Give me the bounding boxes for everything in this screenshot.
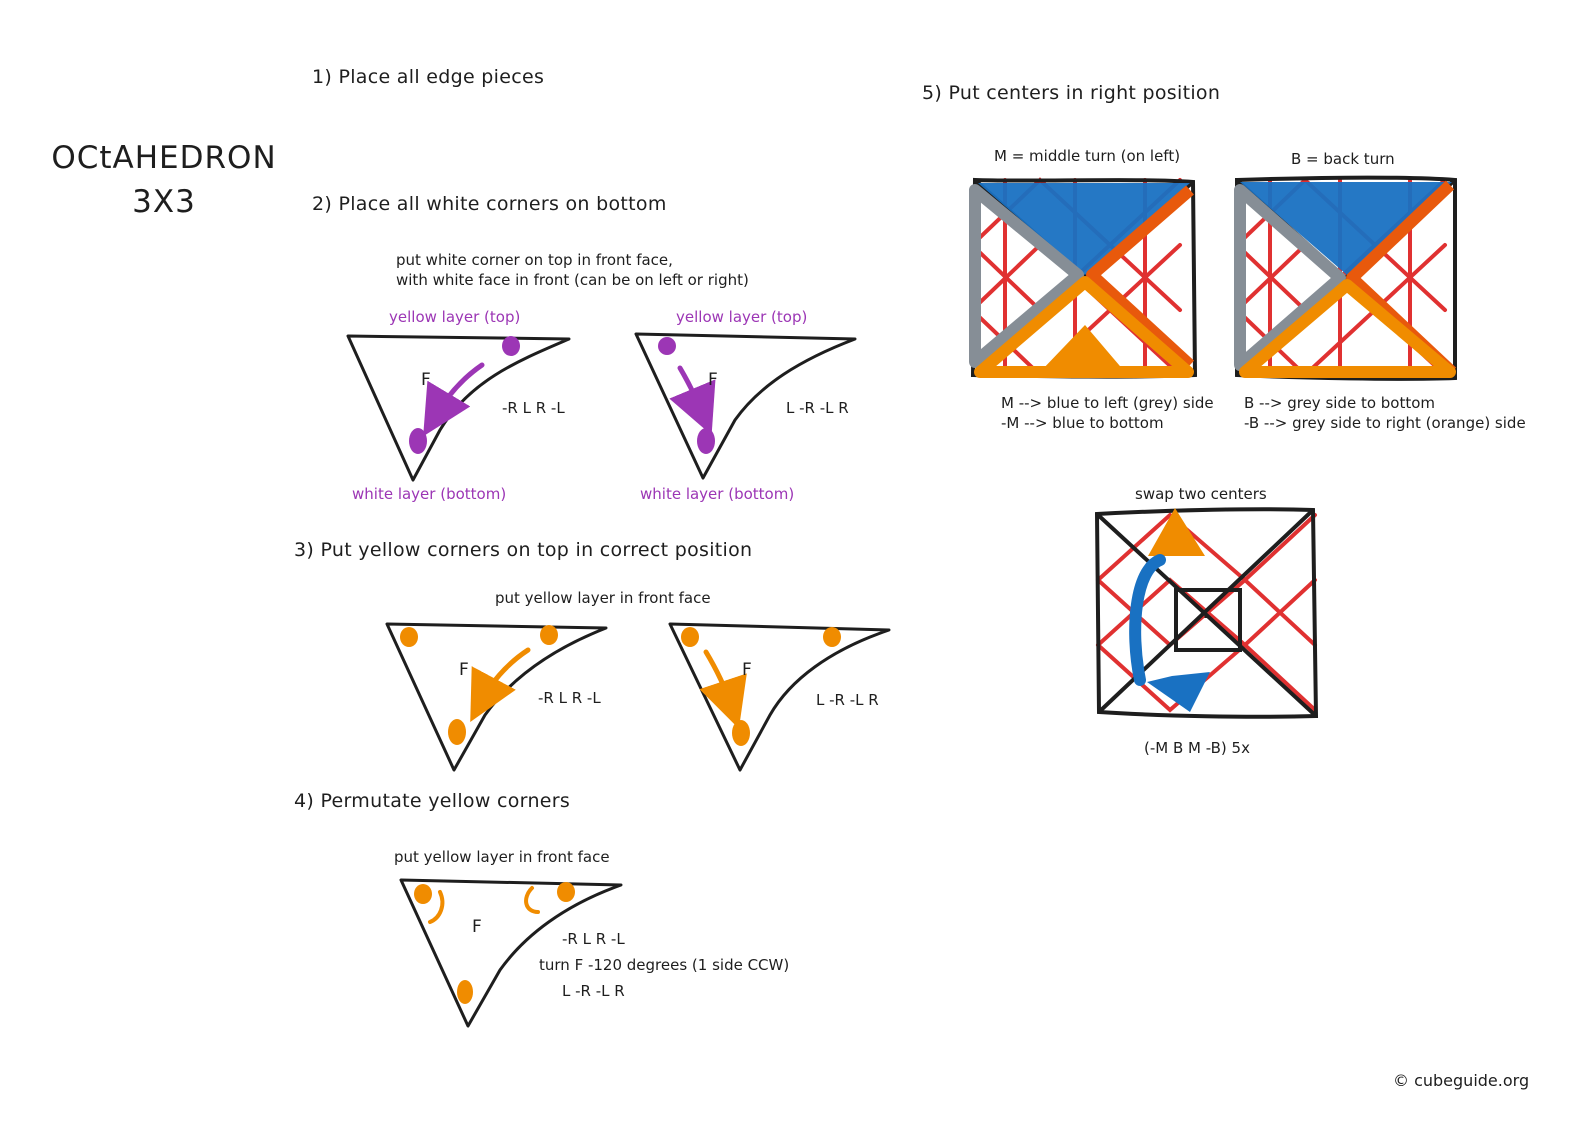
step2-left-algorithm: -R L R -L xyxy=(502,399,565,417)
step4-triangle xyxy=(399,878,623,1028)
step2-note-line1: put white corner on top in front face, xyxy=(396,251,673,269)
step4-algorithm-1: -R L R -L xyxy=(562,930,625,948)
purple-corner-sticker xyxy=(697,428,715,454)
step3-right-triangle xyxy=(668,622,891,772)
footer-credit: © cubeguide.org xyxy=(1393,1071,1530,1090)
m-effect-line2: -M --> blue to bottom xyxy=(1001,414,1164,432)
orange-corner-sticker xyxy=(400,627,418,647)
step4-note: put yellow layer in front face xyxy=(394,848,610,866)
b-effect-line1: B --> grey side to bottom xyxy=(1244,394,1436,412)
b-turn-definition: B = back turn xyxy=(1291,150,1395,168)
arrow-down-left-icon xyxy=(423,362,485,437)
swap-label: swap two centers xyxy=(1135,485,1267,503)
b-effect-line2: -B --> grey side to right (orange) side xyxy=(1244,414,1526,432)
page-title-line1: OCtAHEDRON xyxy=(51,140,277,176)
step3-right-algorithm: L -R -L R xyxy=(816,691,879,709)
octahedron-b-diagram xyxy=(1234,175,1457,381)
orange-corner-sticker xyxy=(414,884,432,904)
step-2-heading: 2) Place all white corners on bottom xyxy=(312,193,667,215)
step2-left-triangle xyxy=(346,334,571,482)
step2-right-top-label: yellow layer (top) xyxy=(676,308,808,326)
step4-algorithm-2: turn F -120 degrees (1 side CCW) xyxy=(539,956,790,974)
step-3-heading: 3) Put yellow corners on top in correct … xyxy=(294,539,753,561)
purple-corner-sticker xyxy=(658,337,676,355)
orange-corner-sticker xyxy=(557,882,575,902)
step2-right-triangle xyxy=(634,332,857,480)
m-effect-line1: M --> blue to left (grey) side xyxy=(1001,394,1214,412)
step2-right-face-label: F xyxy=(708,370,718,390)
swap-algorithm: (-M B M -B) 5x xyxy=(1144,739,1250,757)
step-4-heading: 4) Permutate yellow corners xyxy=(294,790,571,812)
purple-corner-sticker xyxy=(409,428,427,454)
step3-left-triangle xyxy=(385,622,608,772)
step3-note: put yellow layer in front face xyxy=(495,589,711,607)
orange-corner-sticker xyxy=(681,627,699,647)
m-turn-definition: M = middle turn (on left) xyxy=(994,147,1181,165)
step2-right-algorithm: L -R -L R xyxy=(786,399,849,417)
step4-algorithm-3: L -R -L R xyxy=(562,982,625,1000)
orange-corner-sticker xyxy=(823,627,841,647)
step3-right-face-label: F xyxy=(742,660,752,680)
step-5-heading: 5) Put centers in right position xyxy=(922,82,1221,104)
rotate-arrow-icon xyxy=(428,890,445,924)
step3-left-algorithm: -R L R -L xyxy=(538,689,601,707)
page-title-line2: 3X3 xyxy=(132,184,196,220)
step2-left-top-label: yellow layer (top) xyxy=(389,308,521,326)
orange-corner-sticker xyxy=(540,625,558,645)
arrow-down-left-icon xyxy=(470,647,531,723)
orange-corner-sticker xyxy=(448,719,466,745)
orange-corner-sticker xyxy=(457,980,473,1004)
octahedron-swap-diagram xyxy=(1094,507,1319,719)
step3-left-face-label: F xyxy=(459,660,469,680)
step2-left-face-label: F xyxy=(421,370,431,390)
step-1-heading: 1) Place all edge pieces xyxy=(312,66,545,88)
arrow-down-icon xyxy=(669,365,716,436)
octahedron-m-diagram xyxy=(969,177,1198,379)
step2-right-bottom-label: white layer (bottom) xyxy=(640,485,795,503)
step2-left-bottom-label: white layer (bottom) xyxy=(352,485,507,503)
step2-note-line2: with white face in front (can be on left… xyxy=(396,271,749,289)
purple-corner-sticker xyxy=(502,336,520,356)
rotate-arrow-icon xyxy=(524,886,540,914)
arrow-down-icon xyxy=(699,649,747,729)
orange-corner-sticker xyxy=(732,720,750,746)
step4-face-label: F xyxy=(472,917,482,937)
